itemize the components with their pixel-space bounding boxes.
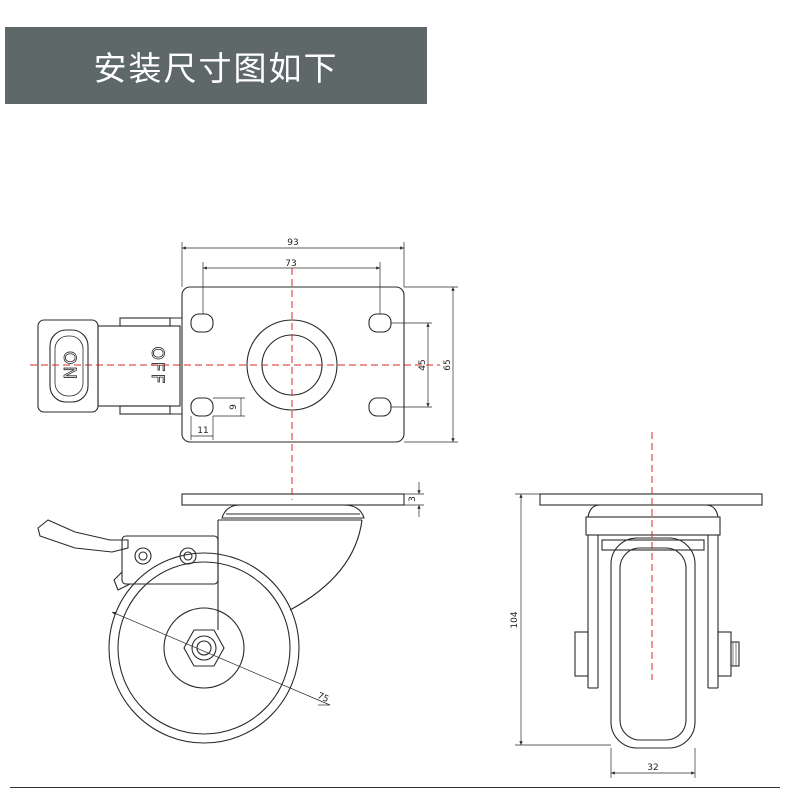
brake-lever xyxy=(37,519,129,553)
top-view xyxy=(37,242,458,443)
axle-nut xyxy=(183,629,225,667)
dim-plate-width: 93 xyxy=(287,238,298,248)
front-axle-nut xyxy=(574,631,589,677)
top-plate xyxy=(181,286,405,443)
side-top-plate xyxy=(181,493,405,506)
center-lines xyxy=(30,268,653,680)
brake-label-on: ON xyxy=(59,351,79,381)
front-fork xyxy=(585,516,721,536)
dim-wheel-diameter: 75 xyxy=(316,691,331,705)
dim-plate-depth: 65 xyxy=(443,359,453,370)
dim-wheel-width: 32 xyxy=(647,763,658,773)
bottom-divider xyxy=(10,787,780,788)
dim-total-height: 104 xyxy=(510,611,520,628)
mount-slot xyxy=(190,397,214,417)
brake-label-off: OFF xyxy=(147,347,167,386)
front-top-plate xyxy=(539,493,763,506)
wheel xyxy=(108,552,300,744)
dim-hole-spacing-y: 45 xyxy=(418,359,428,370)
dim-slot-height: 9 xyxy=(229,404,239,410)
dim-slot-width: 11 xyxy=(197,426,208,436)
front-wheel xyxy=(610,537,696,749)
mount-slot xyxy=(190,313,214,333)
mount-slot xyxy=(368,313,392,333)
banner-title: 安装尺寸图如下 xyxy=(93,48,339,88)
dim-plate-thickness: 3 xyxy=(408,496,418,502)
swivel-bearing xyxy=(221,504,365,519)
dim-hole-spacing-x: 73 xyxy=(285,259,296,269)
fork xyxy=(217,519,363,630)
brake-pedal-pad xyxy=(49,329,89,403)
front-view xyxy=(515,493,763,778)
swivel-boss xyxy=(246,319,338,411)
title-banner: 安装尺寸图如下 xyxy=(5,27,427,104)
mount-slot xyxy=(368,397,392,417)
side-view xyxy=(37,482,424,744)
